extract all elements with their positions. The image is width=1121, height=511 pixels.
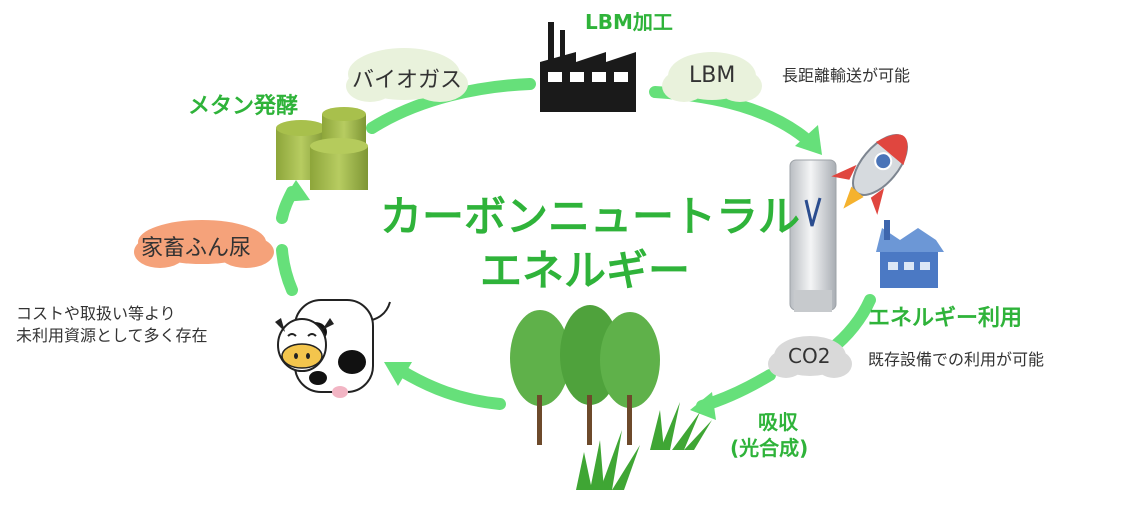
energy-factory-icon: [876, 220, 944, 288]
energy-use-label: エネルギー利用: [868, 306, 1023, 331]
arrowhead-forest: [690, 392, 716, 420]
methane-fermentation-label: メタン発酵: [188, 94, 299, 119]
unused-resource-note-line2: 未利用資源として多く存在: [16, 326, 208, 345]
arrowhead-fermentation: [282, 180, 310, 202]
manure-bubble-text: 家畜ふん尿: [141, 236, 252, 261]
center-title-line1: カーボンニュートラル: [380, 192, 801, 241]
grass: [576, 402, 712, 490]
arrowhead-cow: [384, 362, 412, 386]
unused-resource-note-line1: コストや取扱い等より: [16, 304, 176, 323]
lbm-processing-label: LBM加工: [585, 10, 673, 34]
manure-bubble: [134, 220, 274, 268]
trees: [510, 305, 660, 445]
biogas-bubble-text: バイオガス: [352, 68, 463, 93]
biogas-bubble: [346, 48, 468, 102]
lbm-bubble-text: LBM: [689, 63, 736, 88]
arrow-forest-to-cow: [394, 364, 506, 410]
existing-equipment-note: 既存設備での利用が可能: [868, 350, 1045, 369]
absorption-label-line2: (光合成): [730, 436, 809, 460]
lbm-factory: [540, 22, 636, 112]
arrowhead-energy: [795, 125, 822, 155]
lbm-bubble: [662, 52, 762, 102]
rocket-icon: [831, 134, 908, 215]
co2-bubble-text: CO2: [788, 344, 831, 368]
center-title-line2: エネルギー: [480, 246, 691, 295]
arrow-heads: [282, 125, 822, 420]
long-distance-note: 長距離輸送が可能: [782, 66, 911, 85]
co2-bubble: [768, 336, 852, 378]
cow-icon: [275, 299, 391, 398]
lbm-storage-tank: [789, 159, 837, 312]
arrow-cow-to-manure: [276, 244, 298, 296]
absorption-label-line1: 吸収: [758, 410, 798, 434]
biogas-tanks: [276, 107, 368, 190]
